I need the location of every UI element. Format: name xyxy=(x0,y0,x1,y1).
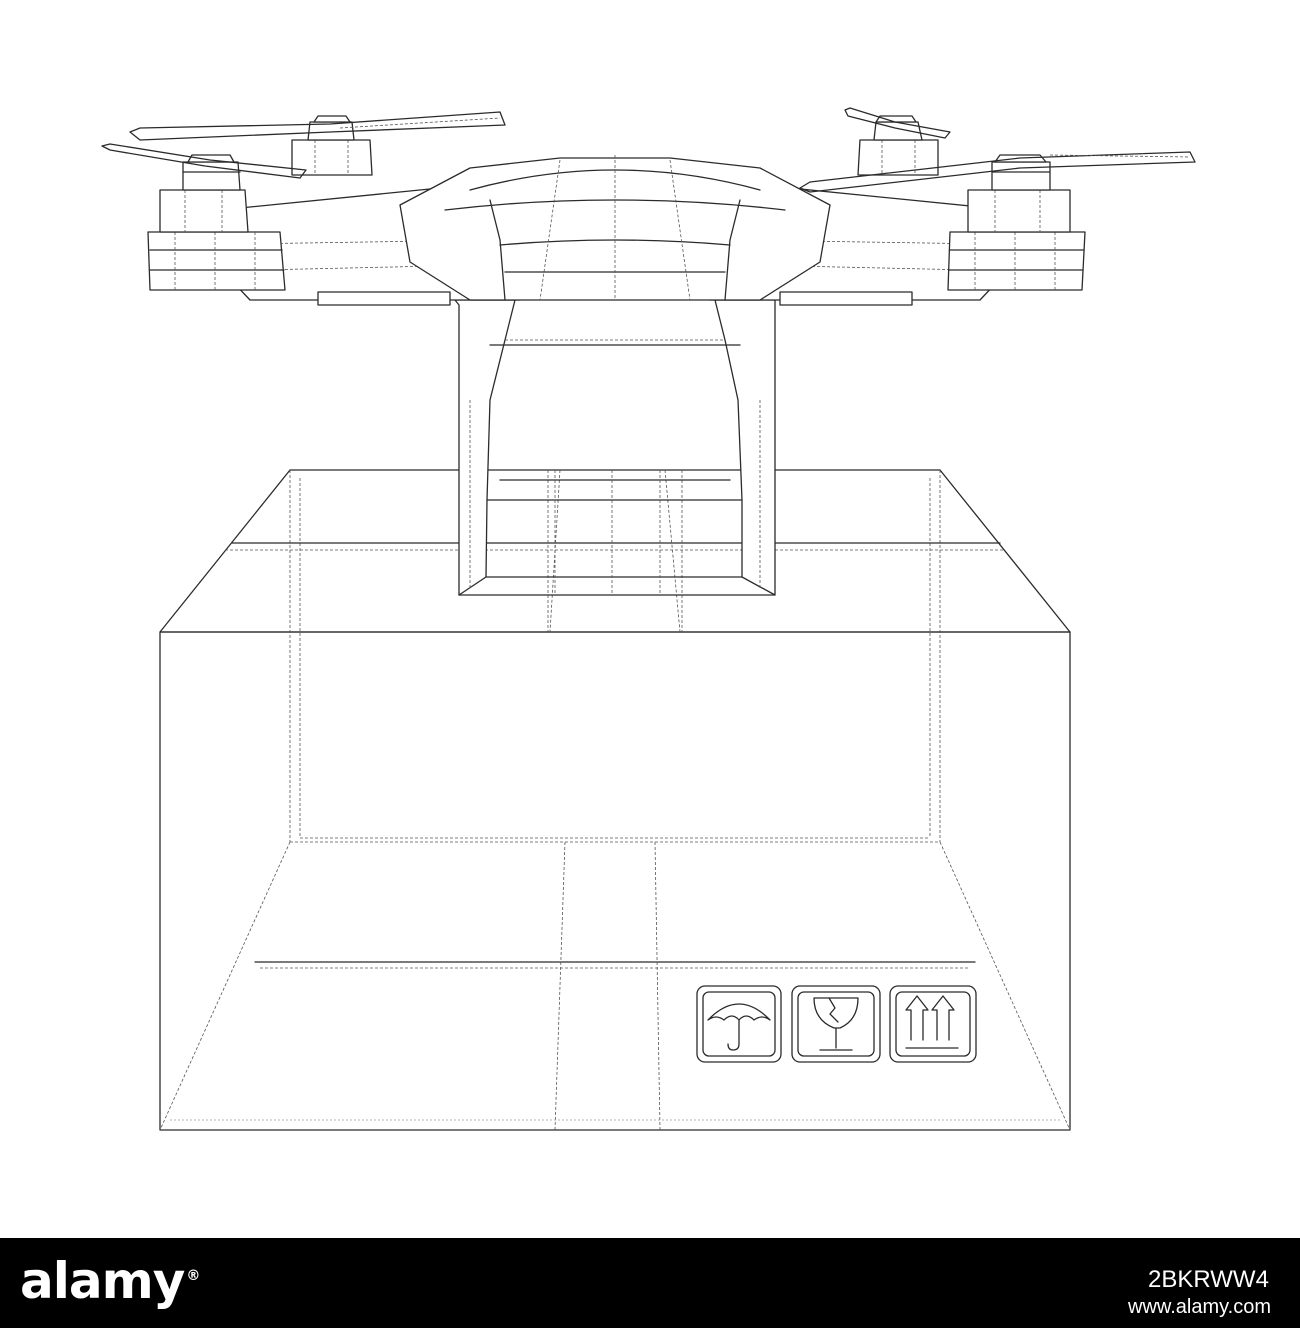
drone-fuselage xyxy=(399,157,831,301)
propeller-rear-right xyxy=(844,107,951,139)
brand-logo: alamy® xyxy=(20,1252,200,1310)
box-top-face xyxy=(159,469,1071,633)
drone-cargo-clamp xyxy=(454,299,776,596)
cardboard-box xyxy=(159,469,1071,1131)
wireframe-illustration xyxy=(101,107,1196,1131)
site-url-label: www.alamy.com xyxy=(1128,1296,1271,1318)
image-id-label: 2BKRWW4 xyxy=(1148,1266,1269,1293)
fragile-glass-icon xyxy=(791,985,881,1063)
clamp-right-arm xyxy=(714,299,776,596)
umbrella-icon xyxy=(696,985,782,1063)
propeller-front-right xyxy=(799,151,1196,193)
propeller-front-left xyxy=(101,143,307,179)
clamp-left-arm xyxy=(454,299,516,596)
this-way-up-icon xyxy=(889,985,977,1063)
motor-front-right xyxy=(947,154,1086,291)
motor-rear-left xyxy=(291,115,373,176)
box-front-face xyxy=(159,631,1071,1131)
stock-footer: alamy® 2BKRWW4 www.alamy.com xyxy=(0,1238,1300,1328)
propellers xyxy=(101,107,1196,193)
motor-rear-right xyxy=(857,115,939,176)
handling-symbols xyxy=(696,985,977,1063)
drone xyxy=(101,107,1196,306)
propeller-rear-left xyxy=(129,111,506,141)
